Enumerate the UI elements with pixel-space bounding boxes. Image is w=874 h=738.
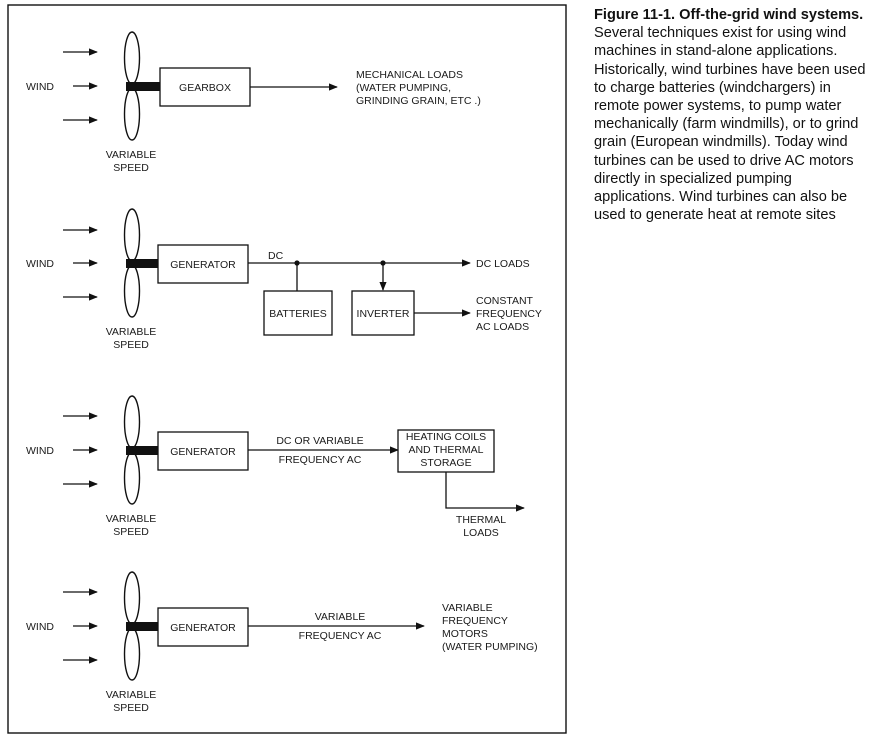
heating-line-1: HEATING COILS	[406, 431, 486, 443]
motors-line-1: VARIABLE	[442, 602, 493, 614]
caption-body: Several techniques exist for using wind …	[594, 25, 866, 224]
speed-line-1: VARIABLE	[106, 513, 157, 525]
gearbox-box	[159, 67, 251, 107]
panel-thermal: WIND GENERATOR DC OR VARIABLE FREQUENCY …	[26, 395, 525, 539]
caption-title: Figure 11-1. Off-the-grid wind systems.	[594, 7, 864, 23]
dc-label: DC	[268, 250, 284, 262]
shaft	[126, 259, 158, 268]
line-label-2: FREQUENCY AC	[299, 630, 382, 642]
panel-dc-ac: WIND GENERATOR DC DC LOADS BATTERIES INV…	[26, 208, 542, 351]
wind-label: WIND	[26, 621, 54, 633]
ac-loads-line-3: AC LOADS	[476, 321, 529, 333]
speed-line-1: VARIABLE	[106, 326, 157, 338]
dc-loads-label: DC LOADS	[476, 258, 530, 270]
line-label-2: FREQUENCY AC	[279, 454, 362, 466]
generator-box	[157, 607, 249, 647]
speed-line-2: SPEED	[113, 702, 149, 714]
output-line-3: GRINDING GRAIN, ETC .)	[356, 95, 481, 107]
panel-mechanical: WIND GEARBOX MECHANICAL LOADS (WATER PUM…	[26, 31, 481, 174]
thermal-line-1: THERMAL	[456, 514, 506, 526]
wind-label: WIND	[26, 445, 54, 457]
output-line-1: MECHANICAL LOADS	[356, 69, 463, 81]
wind-arrows	[63, 226, 98, 301]
figure-frame	[7, 4, 567, 734]
shaft	[126, 622, 158, 631]
heating-line-2: AND THERMAL	[408, 444, 483, 456]
shaft	[126, 446, 158, 455]
line-label-1: VARIABLE	[315, 611, 366, 623]
generator-label: GENERATOR	[170, 259, 236, 271]
generator-label: GENERATOR	[170, 446, 236, 458]
batteries-label: BATTERIES	[269, 308, 327, 320]
motors-line-2: FREQUENCY	[442, 615, 508, 627]
wind-label: WIND	[26, 81, 54, 93]
off-grid-wind-systems-diagram: WIND GEARBOX MECHANICAL LOADS (WATER PUM…	[7, 4, 567, 734]
figure-caption: Figure 11-1. Off-the-grid wind systems. …	[594, 6, 870, 224]
wind-arrows	[63, 412, 98, 488]
wind-arrows	[63, 588, 98, 664]
thermal-line-2: LOADS	[463, 527, 499, 539]
gearbox-label: GEARBOX	[179, 82, 231, 94]
heating-coils-box	[397, 429, 495, 473]
speed-line-2: SPEED	[113, 162, 149, 174]
speed-line-1: VARIABLE	[106, 689, 157, 701]
speed-line-2: SPEED	[113, 339, 149, 351]
speed-line-2: SPEED	[113, 526, 149, 538]
wind-label: WIND	[26, 258, 54, 270]
motors-line-4: (WATER PUMPING)	[442, 641, 538, 653]
shaft	[126, 82, 160, 91]
heating-line-3: STORAGE	[420, 457, 471, 469]
line-label-1: DC OR VARIABLE	[276, 435, 363, 447]
generator-box	[157, 244, 249, 284]
batteries-box	[263, 290, 333, 336]
inverter-label: INVERTER	[357, 308, 410, 320]
speed-line-1: VARIABLE	[106, 149, 157, 161]
wind-arrows	[63, 48, 98, 124]
ac-loads-line-2: FREQUENCY	[476, 308, 542, 320]
output-line-2: (WATER PUMPING,	[356, 82, 451, 94]
motors-line-3: MOTORS	[442, 628, 488, 640]
thermal-output-arrow	[445, 472, 525, 512]
generator-label: GENERATOR	[170, 622, 236, 634]
ac-loads-line-1: CONSTANT	[476, 295, 534, 307]
generator-box	[157, 431, 249, 471]
panel-motors: WIND GENERATOR VARIABLE FREQUENCY AC VAR…	[26, 571, 538, 714]
